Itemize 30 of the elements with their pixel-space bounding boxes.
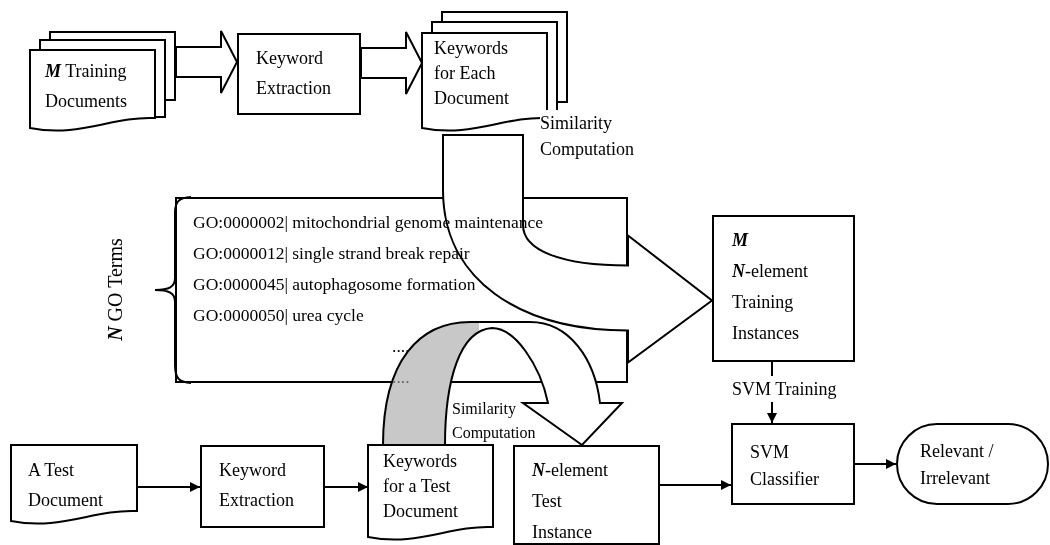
block-arrow [360, 31, 424, 95]
process-box [731, 423, 855, 505]
process-box [237, 33, 361, 115]
node-text: A Test Document [28, 459, 104, 512]
block-arrow [175, 30, 239, 94]
brace-label: N GO Terms [103, 237, 127, 343]
node-text: N-element Training Instances [732, 260, 809, 345]
edge-label: SVM Training [732, 376, 837, 402]
arrow [659, 480, 732, 490]
node-text: Keywords for Each Document [434, 37, 510, 110]
process-box [513, 445, 660, 545]
edge-label: Similarity Computation [452, 399, 537, 444]
node-text: Relevant / Irrelevant [920, 440, 995, 490]
node-text: Keyword Extraction [256, 47, 332, 100]
block-arrow [442, 134, 713, 364]
arrow [854, 459, 897, 469]
process-box [200, 445, 325, 528]
block-arrow [382, 321, 623, 446]
process-box [712, 215, 855, 362]
node-text: M [732, 229, 750, 252]
ellipsis-text: .... [392, 366, 410, 389]
node-text: SVM Classifier [750, 441, 820, 491]
terminal-box [896, 423, 1049, 505]
node-text: N-element Test Instance [532, 459, 609, 544]
node-text: Keywords for a Test Document [383, 450, 459, 523]
node-text: Keyword Extraction [219, 459, 295, 512]
arrow [324, 482, 369, 492]
node-text: M Training Documents [45, 60, 128, 113]
term-entry: GO:0000045| autophagosome formation [193, 273, 476, 296]
term-entry: GO:0000050| urea cycle [193, 304, 364, 327]
